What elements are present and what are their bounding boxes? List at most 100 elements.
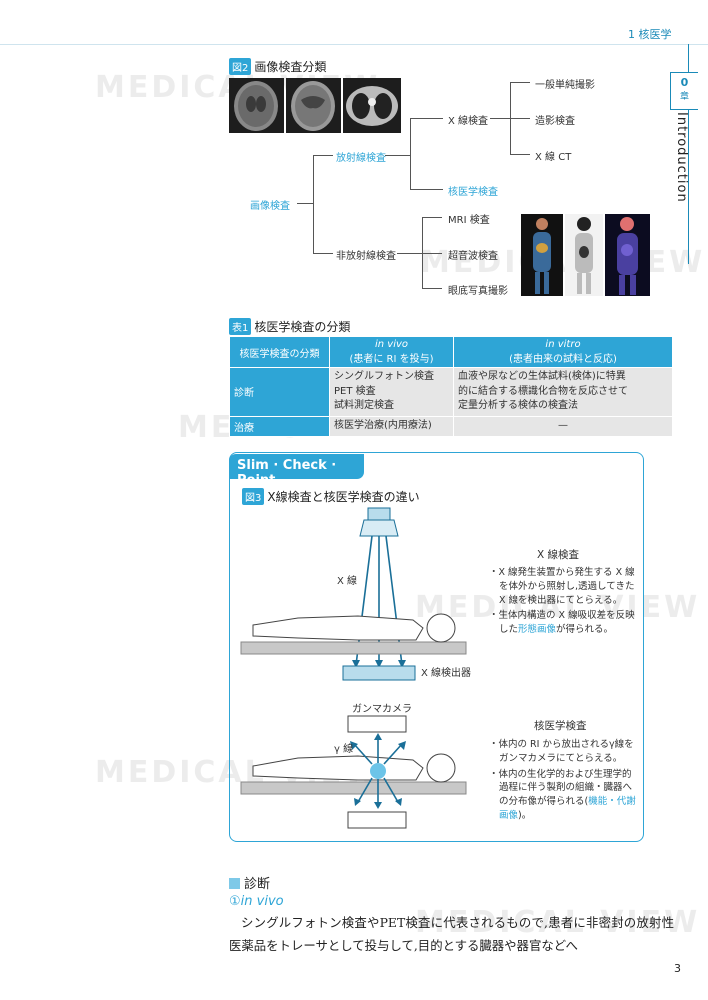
table-cell-line: 的に結合する標識化合物を反応させて bbox=[458, 385, 628, 397]
section-heading: 診断 bbox=[229, 873, 270, 892]
tree-connector bbox=[397, 253, 422, 254]
tree-root: 画像検査 bbox=[250, 201, 290, 212]
bullet-item: ・生体内構造の X 線吸収差を反映した形態画像が得られる。 bbox=[489, 610, 635, 636]
table-cell-line: 定量分析する検体の検査法 bbox=[458, 400, 578, 411]
invivo-sub: (患者に RI を投与) bbox=[349, 354, 434, 365]
pet-image-3 bbox=[605, 214, 650, 296]
tree-connector bbox=[422, 217, 442, 218]
figure3-title: X線検査と核医学検査の違い bbox=[267, 490, 420, 504]
table-cell-line: 血液や尿などの生体試料(検体)に特異 bbox=[458, 371, 626, 382]
tree-connector bbox=[410, 118, 411, 190]
figure2-title: 画像検査分類 bbox=[254, 60, 327, 74]
highlight-term: 機能・代謝画像 bbox=[499, 796, 636, 821]
bullet-text: 体内の生化学的および生理学的過程に伴う製剤の組織・臓器への分布像が得られる( bbox=[498, 768, 633, 808]
table-cell-line: PET 検査 bbox=[334, 385, 376, 397]
xray-vs-nuclear-diagram bbox=[240, 507, 467, 829]
section-heading-text: 診断 bbox=[244, 877, 271, 892]
table-head-label: 核医学検査の分類 bbox=[229, 336, 330, 368]
tree-nuclear: 核医学検査 bbox=[448, 187, 498, 198]
pet-image-2 bbox=[565, 214, 603, 296]
highlight-term: 形態画像 bbox=[518, 624, 557, 636]
page-number: 3 bbox=[674, 962, 681, 975]
tree-connector bbox=[313, 155, 333, 156]
chapter-title: Introduction bbox=[674, 112, 689, 203]
bullet-text: X 線発生装置から発生する X 線を体外から照射し,透過してきた X 線を検出器… bbox=[498, 567, 635, 606]
therapy-invitro-cell: — bbox=[453, 415, 673, 437]
therapy-invivo-cell: 核医学治療(内用療法) bbox=[329, 415, 454, 437]
subsection-title: in vivo bbox=[240, 894, 284, 909]
gamma-ray-label: γ 線 bbox=[334, 744, 354, 755]
nm-heading: 核医学検査 bbox=[534, 720, 587, 732]
subsection-heading: ①in vivo bbox=[229, 894, 284, 909]
figure3-badge: 図3 bbox=[242, 488, 265, 505]
tree-xray-child: 造影検査 bbox=[535, 116, 575, 127]
row-label-therapy: 治療 bbox=[229, 415, 330, 437]
bullet-text: 体内の RI から放出されるγ線をガンマカメラにてとらえる。 bbox=[498, 739, 634, 764]
bullet-text: 生体内構造の X 線吸収差を反映した bbox=[498, 610, 635, 636]
gamma-camera-label: ガンマカメラ bbox=[352, 704, 412, 715]
slim-check-point-title: Slim · Check · Point bbox=[229, 454, 364, 488]
chapter-number: 0 bbox=[680, 76, 689, 89]
tree-connector bbox=[410, 189, 443, 190]
tree-connector bbox=[510, 154, 530, 155]
body-paragraph: シングルフォトン検査やPET検査に代表されるもので,患者に非密封の放射性医薬品を… bbox=[229, 915, 674, 953]
bullet-item: ・体内の RI から放出されるγ線をガンマカメラにてとらえる。 bbox=[489, 739, 634, 764]
invitro-title: in vitro bbox=[545, 339, 581, 350]
tree-connector bbox=[490, 118, 510, 119]
pet-image-1 bbox=[521, 214, 563, 296]
figure2-badge: 図2 bbox=[229, 58, 252, 75]
tree-radiation: 放射線検査 bbox=[336, 153, 386, 164]
square-icon bbox=[229, 878, 240, 889]
subsection-number: ① bbox=[229, 894, 241, 909]
bullet-text: が得られる。 bbox=[556, 624, 614, 636]
table-head-invitro: in vitro (患者由来の試料と反応) bbox=[453, 336, 673, 368]
table-cell-line: シングルフォトン検査 bbox=[334, 371, 434, 382]
xray-bullets: ・X 線発生装置から発生する X 線を体外から照射し,透過してきた X 線を検出… bbox=[489, 566, 637, 637]
bullet-text: )。 bbox=[518, 809, 532, 821]
xray-label: X 線 bbox=[337, 576, 358, 587]
running-head: 1 核医学 bbox=[628, 28, 672, 41]
row-label-diagnosis: 診断 bbox=[229, 367, 330, 417]
chapter-side-rule bbox=[688, 44, 689, 264]
tree-xray-child: 一般単純撮影 bbox=[535, 80, 595, 91]
brain-ct-image-1 bbox=[229, 78, 284, 133]
diagnosis-invivo-cell: シングルフォトン検査 PET 検査 試料測定検査 bbox=[329, 367, 454, 417]
nm-bullets: ・体内の RI から放出されるγ線をガンマカメラにてとらえる。 ・体内の生化学的… bbox=[489, 738, 637, 823]
table-head-invivo: in vivo (患者に RI を投与) bbox=[329, 336, 454, 368]
invitro-sub: (患者由来の試料と反応) bbox=[509, 354, 617, 365]
table1-title: 核医学検査の分類 bbox=[254, 320, 351, 334]
table-cell-line: 試料測定検査 bbox=[334, 400, 394, 411]
detector-label: X 線検出器 bbox=[421, 668, 472, 679]
table1-badge: 表1 bbox=[229, 318, 252, 335]
tree-connector bbox=[313, 253, 333, 254]
nuclear-medicine-table: 核医学検査の分類 in vivo (患者に RI を投与) in vitro (… bbox=[229, 336, 673, 437]
invivo-title: in vivo bbox=[374, 339, 409, 350]
tree-nonradiation-child: 超音波検査 bbox=[448, 251, 498, 262]
slim-check-point-box bbox=[229, 452, 644, 842]
chapter-tab: 0 章 bbox=[670, 72, 698, 110]
tree-connector bbox=[422, 288, 442, 289]
header-rule bbox=[0, 44, 708, 45]
tree-connector bbox=[313, 155, 314, 253]
tree-nonradiation-child: MRI 検査 bbox=[448, 215, 490, 226]
tree-connector bbox=[510, 118, 530, 119]
tree-connector bbox=[510, 82, 530, 83]
tree-nonradiation: 非放射線検査 bbox=[336, 251, 396, 262]
diagnosis-invitro-cell: 血液や尿などの生体試料(検体)に特異 的に結合する標識化合物を反応させて 定量分… bbox=[453, 367, 673, 417]
watermark: MEDICAL VIEW bbox=[415, 590, 701, 625]
bullet-item: ・X 線発生装置から発生する X 線を体外から照射し,透過してきた X 線を検出… bbox=[489, 567, 635, 606]
brain-ct-image-2 bbox=[286, 78, 341, 133]
tree-connector bbox=[422, 253, 442, 254]
chapter-unit: 章 bbox=[679, 92, 689, 102]
tree-xray-child: X 線 CT bbox=[535, 152, 572, 163]
bullet-item: ・体内の生化学的および生理学的過程に伴う製剤の組織・臓器への分布像が得られる(機… bbox=[489, 768, 636, 821]
tree-xray: X 線検査 bbox=[448, 116, 489, 127]
tree-connector bbox=[410, 118, 443, 119]
chest-ct-image bbox=[343, 78, 401, 133]
tree-nonradiation-child: 眼底写真撮影 bbox=[448, 286, 508, 297]
xray-heading: X 線検査 bbox=[537, 549, 580, 561]
watermark: MEDICAL VIEW bbox=[415, 905, 701, 940]
